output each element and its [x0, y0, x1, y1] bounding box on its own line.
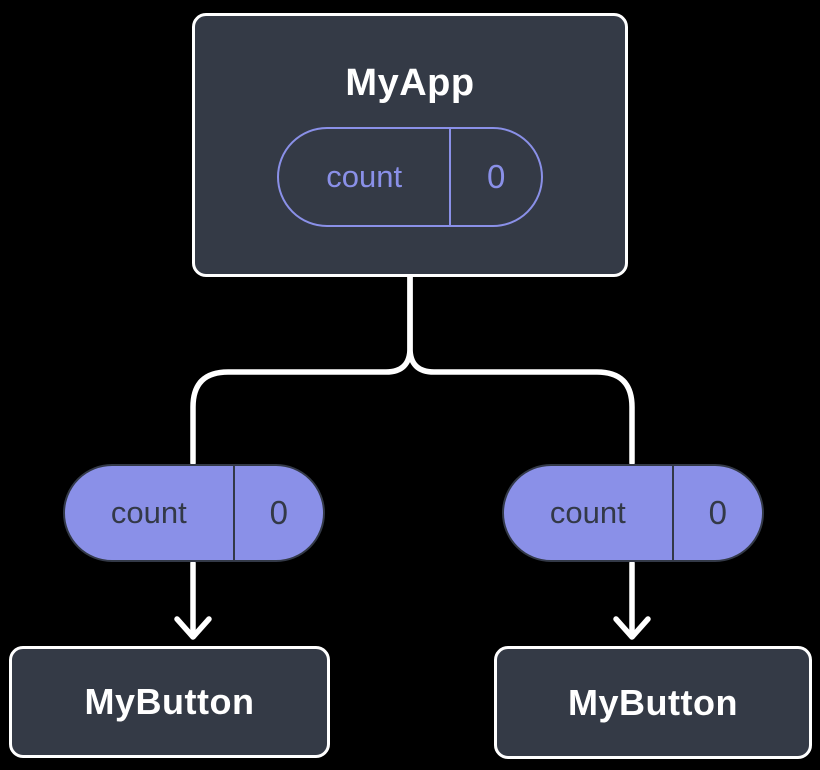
state-key-label: count	[326, 159, 403, 194]
root-component-box: MyApp count 0	[192, 13, 628, 277]
prop-value: 0	[671, 466, 762, 560]
prop-pill-left: count 0	[63, 464, 325, 562]
prop-key-label: count	[110, 495, 187, 530]
child-component-title: MyButton	[568, 681, 738, 723]
prop-pill-right: count 0	[502, 464, 764, 562]
prop-arrow-left	[174, 560, 212, 640]
child-component-title: MyButton	[84, 681, 255, 722]
prop-key-label: count	[549, 495, 626, 530]
arrow-down-icon	[613, 616, 651, 640]
state-value: 0	[449, 129, 541, 225]
child-component-box-left: MyButton	[9, 646, 330, 758]
root-state-pill: count 0	[277, 127, 543, 227]
child-component-box-right: MyButton	[494, 646, 812, 759]
prop-value: 0	[232, 466, 323, 560]
root-component-title: MyApp	[345, 62, 475, 104]
connector-branch-left	[190, 274, 413, 466]
prop-arrow-right	[613, 560, 651, 640]
connector-branch-right	[407, 274, 635, 466]
arrow-down-icon	[174, 616, 212, 640]
